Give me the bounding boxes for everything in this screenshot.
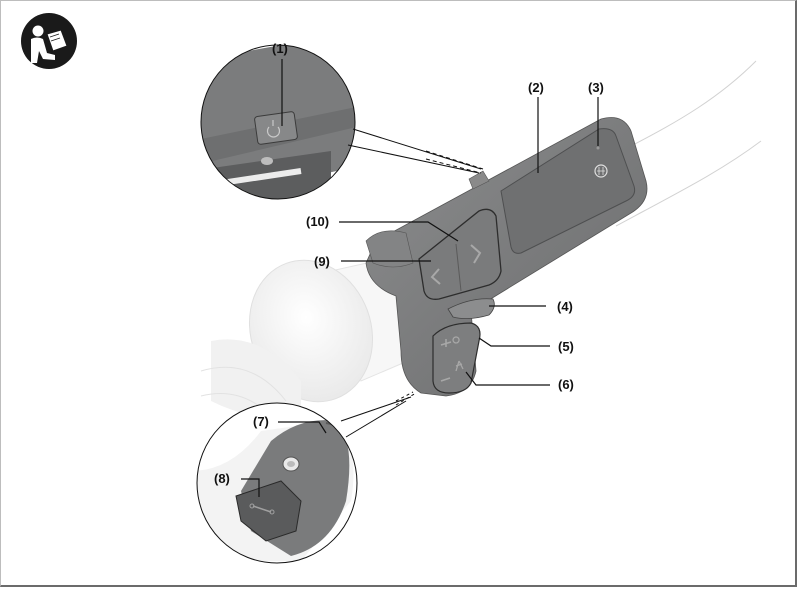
navigation-pad <box>418 208 502 300</box>
display-screen <box>500 128 636 254</box>
callout-7-mounting-clamp: (7) <box>253 414 269 429</box>
plus-minus-rocker <box>432 322 481 394</box>
plus-icon <box>440 339 452 347</box>
callout-4-select-button: (4) <box>557 299 573 314</box>
callout-6-minus-walk-button: (6) <box>558 377 574 392</box>
minus-icon <box>440 377 451 382</box>
callout-10-right-button: (10) <box>306 214 330 229</box>
callout-1-on-off-button: (1) <box>272 41 288 56</box>
light-icon <box>452 336 460 344</box>
callout-9-left-button: (9) <box>314 254 330 269</box>
detail-circle-power-button <box>200 44 484 200</box>
light-sensor-dot <box>596 146 600 150</box>
leader-lines <box>241 59 599 497</box>
brand-logo-icon <box>594 164 608 178</box>
detail-circle-clamp <box>196 391 417 564</box>
chevron-right-icon <box>470 244 482 264</box>
read-manual-icon <box>21 13 77 69</box>
walk-icon <box>455 360 464 372</box>
callout-8-diagnostic-port: (8) <box>214 471 230 486</box>
select-button-shape <box>447 298 495 319</box>
chevron-left-icon <box>430 268 441 285</box>
callout-5-plus-light-button: (5) <box>558 339 574 354</box>
handlebar-outline <box>615 60 762 227</box>
power-icon <box>266 126 281 138</box>
remote-display-unit <box>365 117 648 397</box>
callout-3-light-sensor: (3) <box>588 80 604 95</box>
callout-2-display: (2) <box>528 80 544 95</box>
